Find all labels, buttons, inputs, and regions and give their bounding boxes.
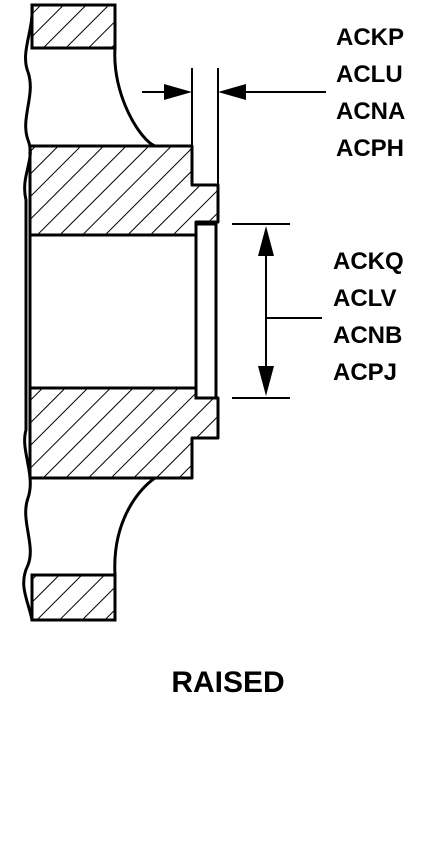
flange-body-outline bbox=[22, 3, 157, 622]
arrowhead-up bbox=[258, 226, 274, 256]
upper-body-section bbox=[28, 144, 220, 237]
callout-top-3: ACNA bbox=[336, 98, 405, 125]
callout-bottom-1: ACKQ bbox=[333, 248, 404, 275]
callout-top-2: ACLU bbox=[336, 61, 403, 88]
arrowhead-down bbox=[258, 366, 274, 396]
lower-body-section bbox=[28, 386, 220, 480]
callout-top-4: ACPH bbox=[336, 135, 404, 162]
raised-face bbox=[194, 222, 218, 400]
bottom-flange-section bbox=[30, 573, 117, 622]
top-flange-section bbox=[30, 3, 117, 50]
callout-bottom-3: ACNB bbox=[333, 322, 402, 349]
arrowhead-left bbox=[218, 84, 246, 100]
callout-bottom-2: ACLV bbox=[333, 285, 397, 312]
callout-top-1: ACKP bbox=[336, 24, 404, 51]
arrowhead-right bbox=[164, 84, 192, 100]
callout-bottom-4: ACPJ bbox=[333, 359, 397, 386]
diagram-caption: RAISED bbox=[171, 666, 284, 699]
